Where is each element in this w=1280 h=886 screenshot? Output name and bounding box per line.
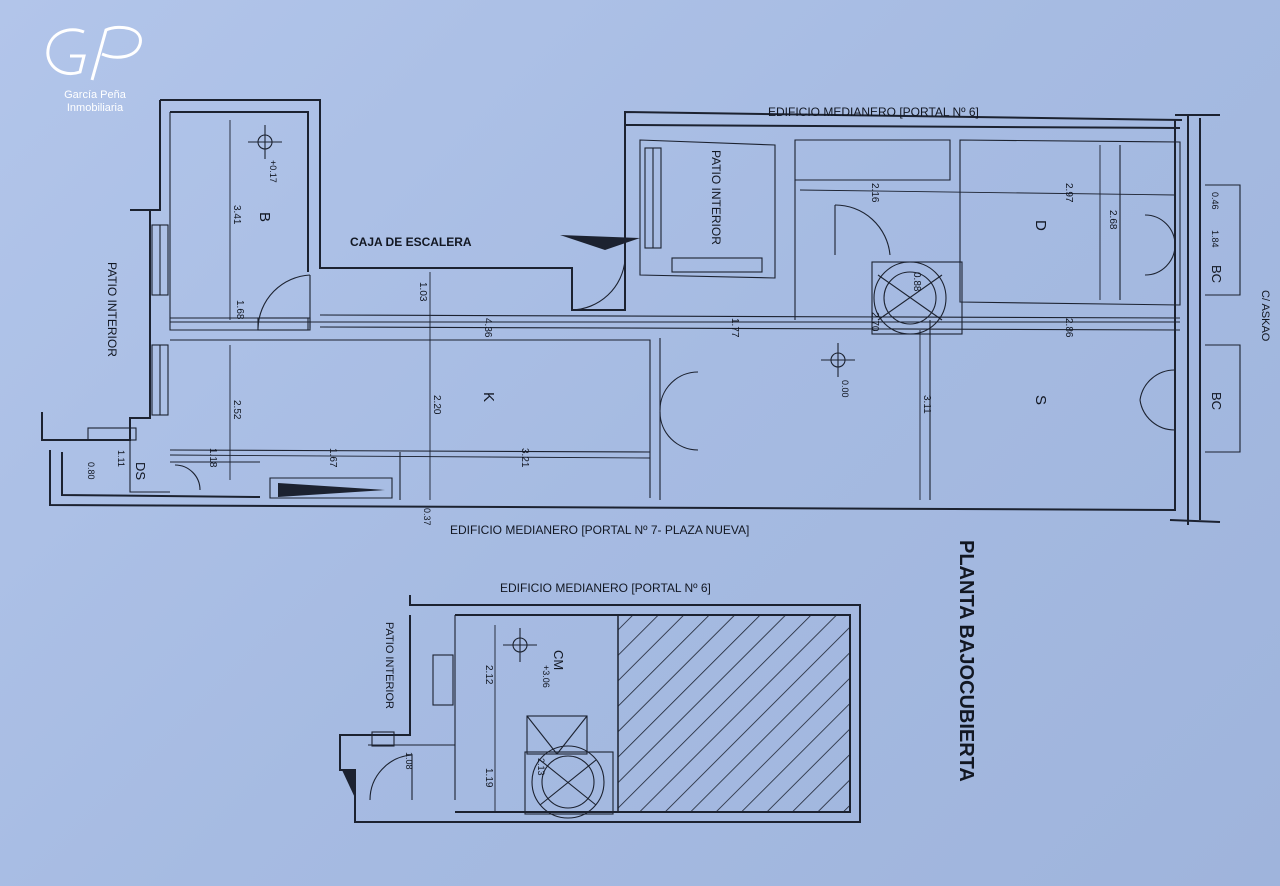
dimension-lines [169, 120, 1180, 500]
dim-297: 2.97 [1063, 183, 1074, 203]
dim-252: 2.52 [231, 400, 242, 420]
room-k: K [480, 392, 497, 402]
dim-080: 0.80 [86, 462, 96, 480]
dim-216: 2.16 [869, 183, 880, 203]
dim-213: 2.13 [536, 758, 546, 776]
dim-268: 2.68 [1107, 210, 1118, 230]
dim-321: 3.21 [519, 448, 530, 468]
room-b: B [256, 212, 273, 222]
dim-103: 1.03 [417, 282, 428, 302]
room-ds: DS [133, 462, 148, 480]
level-main: 0.00 [840, 380, 850, 398]
level-cm: +3.06 [541, 665, 551, 688]
room-cm: CM [551, 650, 566, 670]
dim-111: 1.11 [116, 450, 126, 467]
label-patio-left: PATIO INTERIOR [105, 262, 119, 357]
interior-walls [129, 112, 1241, 500]
dim-436: 4.36 [482, 318, 493, 338]
dim-286: 2.86 [1063, 318, 1074, 338]
dim-184: 1.84 [1210, 230, 1220, 248]
spiral-stair-main [871, 261, 963, 335]
dim-311: 3.11 [921, 395, 932, 414]
dim-088: 0.88 [911, 272, 922, 292]
dim-046: 0.46 [1210, 192, 1220, 210]
label-edificio-top: EDIFICIO MEDIANERO [PORTAL Nº 6] [768, 105, 979, 119]
logo: García Peña Inmobiliaria [40, 22, 150, 115]
label-caja-escalera: CAJA DE ESCALERA [350, 235, 472, 249]
label-edificio-bottom: EDIFICIO MEDIANERO [PORTAL Nº 7- PLAZA N… [450, 523, 749, 537]
dim-270: 2.70 [869, 312, 880, 332]
label-edificio-attic: EDIFICIO MEDIANERO [PORTAL Nº 6] [500, 581, 711, 595]
logo-line-1: García Peña [64, 89, 126, 101]
dim-220: 2.20 [431, 395, 442, 415]
label-patio-center: PATIO INTERIOR [709, 150, 723, 245]
dim-212: 2.12 [483, 665, 494, 685]
label-patio-attic: PATIO INTERIOR [383, 622, 395, 709]
dim-108: 1.08 [404, 752, 414, 770]
dim-341: 3.41 [231, 205, 242, 225]
label-planta: PLANTA BAJOCUBIERTA [955, 540, 977, 782]
room-bc-1: BC [1209, 265, 1224, 283]
stair-arrows [278, 235, 640, 497]
room-bc-2: BC [1209, 392, 1224, 410]
hatched-void-area [617, 614, 851, 813]
spiral-stair-attic [524, 745, 614, 819]
room-d: D [1032, 220, 1049, 231]
main-walls [41, 99, 1221, 525]
doors [174, 204, 1176, 491]
dim-037: 0.37 [422, 508, 432, 526]
label-street: C/ ASKAO [1259, 290, 1271, 342]
level-markers [248, 125, 855, 662]
dim-177: 1.77 [729, 318, 740, 338]
dim-119: 1.19 [483, 768, 494, 788]
gp-logo-mark-icon [46, 25, 142, 81]
room-s: S [1032, 395, 1049, 405]
dim-168: 1.68 [234, 300, 245, 320]
level-b: +0.17 [268, 160, 278, 183]
logo-line-2: Inmobiliaria [66, 102, 124, 114]
dim-118: 1.18 [207, 448, 218, 468]
dim-167: 1.67 [327, 448, 338, 468]
